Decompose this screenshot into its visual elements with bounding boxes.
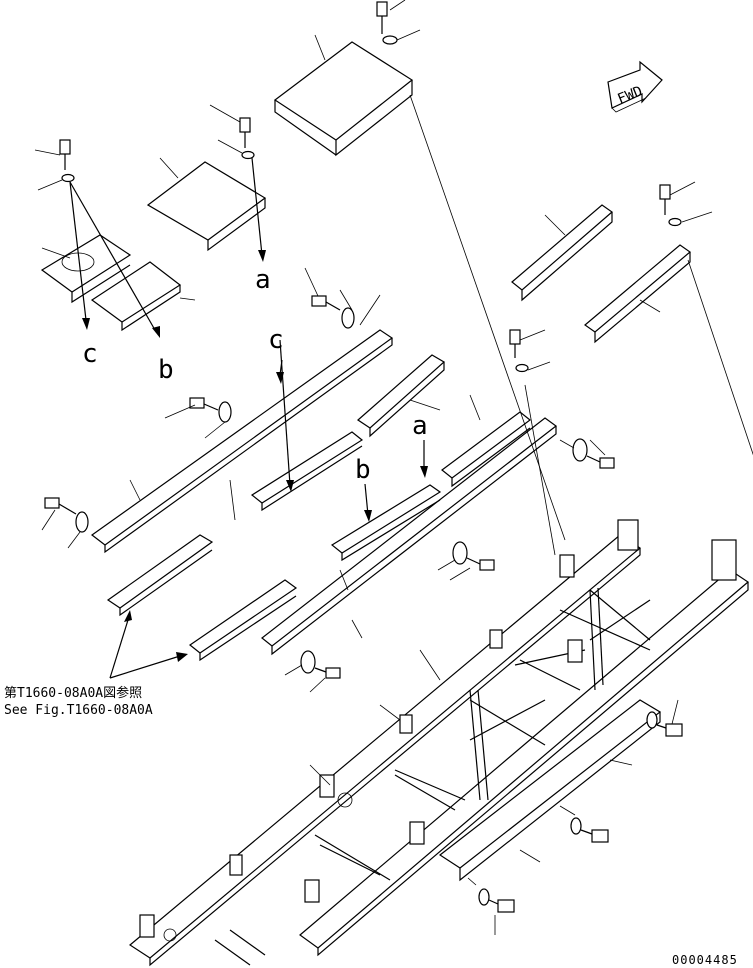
cover-plate-middle [146, 157, 267, 252]
callout-c-2: c [268, 325, 284, 355]
bolt-rail-mid [164, 397, 232, 439]
callout-a-2: a [412, 411, 428, 441]
bracket-b [330, 484, 442, 562]
reference-arrows [109, 610, 188, 679]
callout-b-1: b [158, 355, 174, 385]
bolt-rail-right [559, 438, 615, 469]
bolt-right-upper [659, 181, 713, 227]
drawing-number: 00004485 [672, 953, 738, 967]
fwd-arrow: FWD [607, 60, 663, 113]
callout-b-2: b [355, 455, 371, 485]
bolt-right-mid [509, 329, 551, 373]
bracket-lower-mid [188, 579, 298, 662]
bolt-rail-left [304, 267, 381, 329]
bolt-frame-1 [646, 699, 683, 737]
reference-jp: 第T1660-08A0A図参照 [4, 685, 142, 701]
main-frame [128, 519, 749, 967]
bolt-rail-right-low [437, 541, 495, 581]
bolt-rail-low [41, 497, 89, 549]
angle-beam-upper-2 [584, 244, 691, 344]
bolt-frame-3 [467, 877, 515, 935]
angle-beam-upper-1 [511, 204, 613, 302]
bolt-frame-2 [559, 805, 609, 843]
bracket-lower-left [106, 534, 214, 617]
bolt-middle [209, 104, 266, 262]
bracket-c [250, 339, 364, 512]
callout-a-1: a [255, 265, 271, 295]
bracket-right-mid [441, 394, 531, 488]
bolt-top [376, 0, 421, 45]
bolt-lower [284, 650, 341, 693]
reference-en: See Fig.T1660-08A0A [4, 703, 153, 718]
bracket-plate-left [90, 261, 196, 332]
cover-plate-upper-right [273, 34, 414, 157]
rail-right [261, 417, 557, 656]
angle-piece-mid [357, 354, 446, 438]
callout-c-1: c [82, 339, 98, 369]
bolt-left-upper [34, 139, 160, 338]
